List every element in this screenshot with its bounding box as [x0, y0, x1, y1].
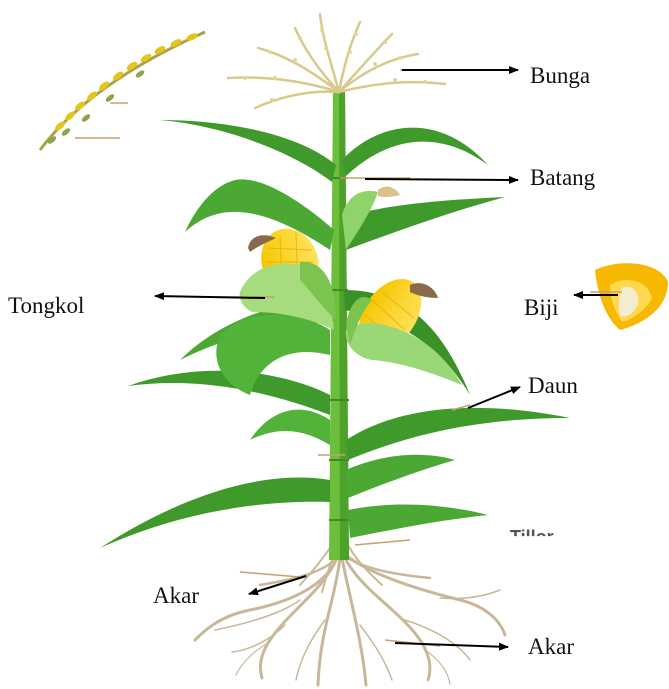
leaf [346, 455, 455, 498]
label-biji: Biji [524, 296, 559, 319]
label-tongkol: Tongkol [8, 294, 84, 317]
label-batang: Batang [530, 166, 595, 189]
label-bunga: Bunga [530, 64, 590, 87]
roots [195, 545, 505, 685]
leaf [348, 505, 488, 538]
corn-kernel-inset [595, 263, 668, 330]
leaf [346, 408, 570, 460]
leaf [250, 410, 330, 445]
mask-label-left-mid [72, 435, 242, 457]
label-akar-right: Akar [528, 635, 574, 658]
mask-label-top-left [128, 90, 238, 110]
arrow-batang [365, 179, 518, 180]
leaf [100, 478, 330, 548]
arrow-akar-left [249, 576, 306, 594]
label-akar-left: Akar [153, 584, 199, 607]
leaf [342, 128, 488, 176]
label-daun: Daun [528, 374, 578, 397]
arrow-akar-right [395, 643, 508, 647]
leaf [160, 120, 336, 182]
corn-cob-right [346, 267, 462, 385]
arrow-daun [468, 387, 520, 408]
